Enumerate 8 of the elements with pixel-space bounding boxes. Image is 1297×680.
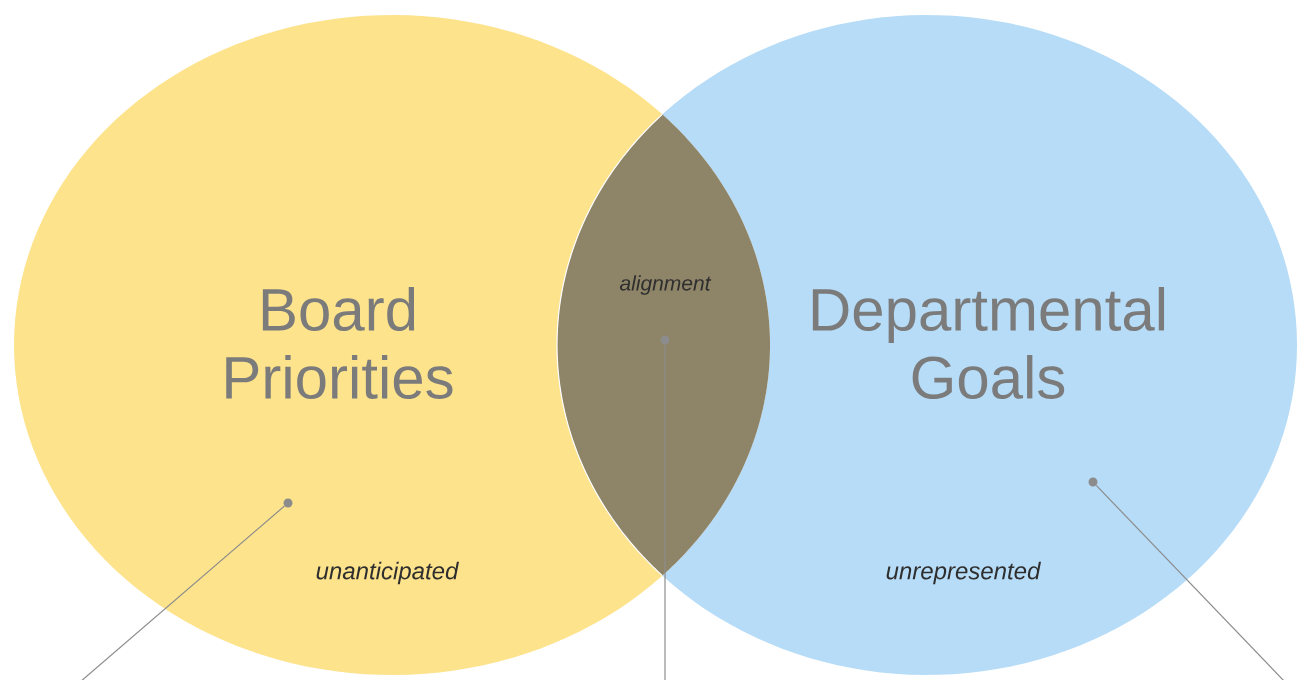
leader-line (1095, 484, 1286, 680)
region-label: unrepresented (886, 561, 1041, 585)
leader-line (664, 344, 666, 680)
overlap-region: alignment (556, 113, 770, 577)
circle-title: Departmental Goals (812, 286, 1165, 400)
leader-line (79, 505, 286, 680)
circle-title: Board Priorities (226, 286, 453, 400)
region-label: unanticipated (316, 561, 459, 585)
